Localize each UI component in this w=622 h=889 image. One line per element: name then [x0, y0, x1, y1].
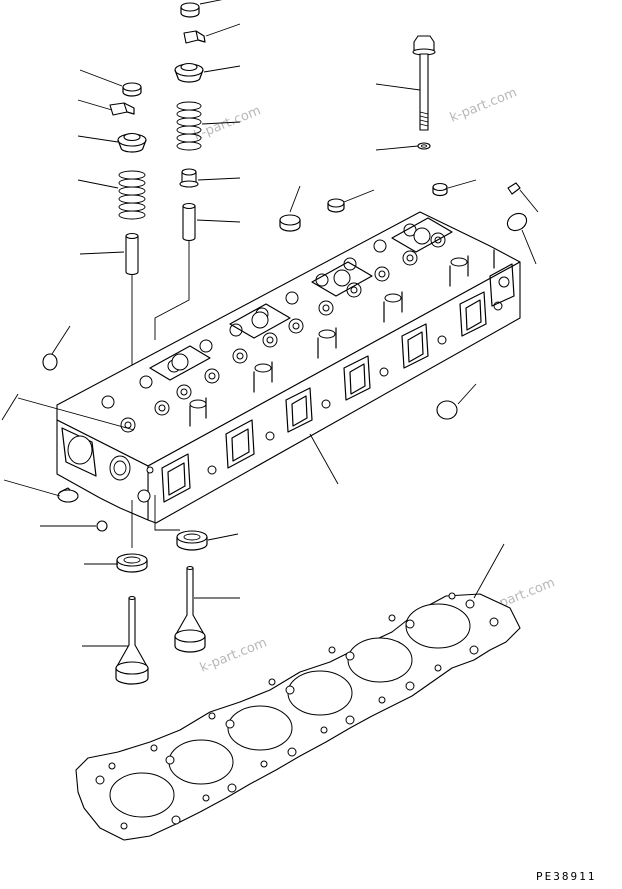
watermark-4: k-part.com	[198, 635, 269, 675]
drawing-code: PE38911	[536, 870, 596, 883]
valve-spring-center	[176, 101, 202, 151]
valve-train-center	[154, 2, 206, 340]
plug-right	[436, 400, 458, 420]
intake-valve	[115, 595, 149, 685]
head-bolt	[412, 35, 436, 150]
exhaust-valve	[174, 565, 206, 653]
manifold-ports	[161, 263, 515, 503]
lower-parts	[57, 487, 208, 685]
watermark-2: k-part.com	[448, 85, 519, 125]
head-ports	[101, 217, 495, 433]
plugs-top	[279, 182, 528, 232]
expansion-plug-left	[42, 353, 58, 371]
head-gasket	[75, 592, 521, 841]
watermark-1: k-part.com	[192, 103, 263, 143]
cylinder-head	[56, 211, 521, 524]
valve-spring-left	[118, 170, 146, 220]
leader-lines	[1, 0, 539, 647]
